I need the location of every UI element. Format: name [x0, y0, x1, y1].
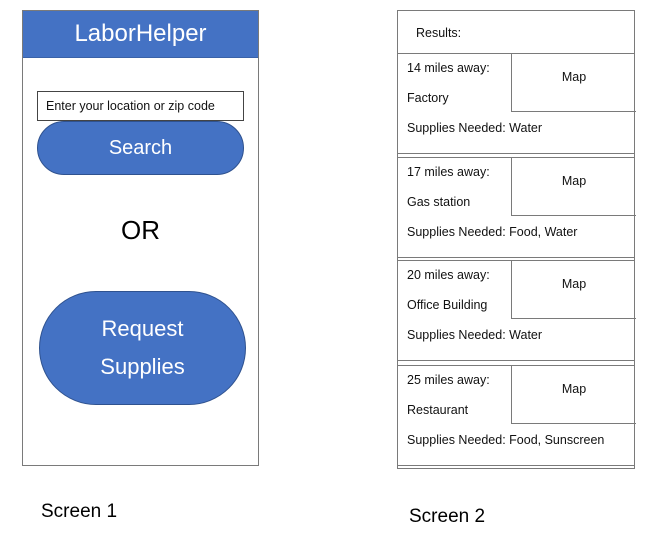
result-map-label: Map	[561, 277, 587, 291]
result-supplies: Supplies Needed: Water	[407, 121, 543, 135]
result-map-label: Map	[561, 382, 587, 396]
result-distance: 17 miles away:	[407, 165, 490, 179]
result-distance: 14 miles away:	[407, 61, 490, 75]
result-card[interactable]: 14 miles away: Factory Supplies Needed: …	[398, 53, 636, 154]
request-supplies-label-line2: Supplies	[100, 354, 185, 379]
or-separator: OR	[121, 215, 160, 245]
result-supplies: Supplies Needed: Food, Sunscreen	[407, 433, 605, 447]
screen-2-caption: Screen 2	[409, 506, 486, 527]
result-map-button[interactable]: Map	[511, 366, 636, 424]
app-header: LaborHelper	[23, 11, 258, 58]
results-heading: Results:	[416, 26, 462, 40]
screen-1-frame: LaborHelper Search OR Request Supplies	[22, 10, 259, 466]
screen-2-frame: Results: 14 miles away: Factory Supplies…	[397, 10, 636, 469]
request-supplies-button[interactable]: Request Supplies	[39, 291, 246, 405]
request-supplies-label-line1: Request	[101, 316, 184, 341]
result-map-button[interactable]: Map	[511, 158, 636, 216]
result-distance: 25 miles away:	[407, 373, 490, 387]
result-card[interactable]: 20 miles away: Office Building Supplies …	[398, 260, 636, 361]
result-map-button[interactable]: Map	[511, 54, 636, 112]
search-button[interactable]: Search	[37, 121, 244, 175]
result-card[interactable]: 17 miles away: Gas station Supplies Need…	[398, 157, 636, 258]
result-card[interactable]: 25 miles away: Restaurant Supplies Neede…	[398, 365, 636, 466]
result-supplies: Supplies Needed: Food, Water	[407, 225, 578, 239]
result-map-button[interactable]: Map	[511, 261, 636, 319]
result-map-label: Map	[561, 70, 587, 84]
screen-1-caption: Screen 1	[41, 501, 118, 522]
result-map-label: Map	[561, 174, 587, 188]
result-supplies: Supplies Needed: Water	[407, 328, 543, 342]
result-place: Office Building	[407, 298, 488, 312]
result-distance: 20 miles away:	[407, 268, 490, 282]
search-button-label: Search	[108, 136, 173, 159]
app-title: LaborHelper	[74, 20, 207, 47]
location-search-input[interactable]	[37, 91, 244, 121]
result-place: Gas station	[407, 195, 471, 209]
result-place: Factory	[407, 91, 449, 105]
result-place: Restaurant	[407, 403, 469, 417]
